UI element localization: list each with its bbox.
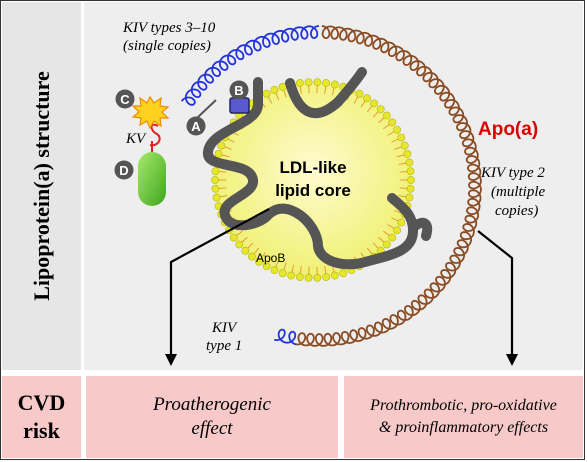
marker-c: C [115, 89, 135, 109]
cvd-risk-line1: CVD [17, 390, 66, 415]
side-panel [2, 2, 81, 370]
svg-text:B: B [234, 83, 243, 98]
prothrombotic-line1: Prothrombotic, pro-oxidative [370, 397, 557, 414]
svg-text:C: C [120, 92, 130, 107]
arrow-prothrombotic-head [506, 354, 518, 366]
proatherogenic-line2: effect [191, 418, 233, 439]
marker-d: D [114, 160, 134, 180]
kv-kringle [149, 123, 161, 147]
apob-label: ApoB [256, 251, 285, 265]
proatherogenic-effect-box: Proatherogenic effect [86, 376, 338, 458]
svg-text:D: D [119, 163, 128, 178]
protease-domain [138, 152, 166, 206]
core-label-line2: lipid core [275, 181, 351, 200]
apob-strand [203, 67, 433, 270]
apoa-label: Apo(a) [478, 119, 538, 140]
kiv1-label-line1: KIV [211, 320, 238, 336]
burst-icon [131, 95, 170, 130]
marker-b: B [229, 80, 249, 100]
arrow-prothrombotic [477, 230, 514, 356]
lipid-core-fill [215, 82, 411, 278]
core-label-line1: LDL-like [279, 158, 346, 177]
kiv-3-10-label-line1: KIV types 3–10 [122, 20, 216, 36]
arrow-proatherogenic-head [165, 354, 177, 366]
kv-label: KV [125, 131, 147, 147]
marker-a: A [186, 116, 206, 136]
kiv2-label-line3: copies) [495, 203, 538, 219]
kiv-type-1-chain [274, 328, 297, 346]
kiv1-label-line2: type 1 [206, 338, 242, 354]
prothrombotic-effect-box: Prothrombotic, pro-oxidative & proinflam… [344, 376, 583, 458]
arrow-proatherogenic [169, 208, 270, 356]
cvd-risk-label: CVD risk [2, 376, 81, 458]
proatherogenic-line1: Proatherogenic [153, 394, 271, 415]
kiv-3-10-label-line2: (single copies) [123, 38, 211, 54]
binding-site-b [229, 97, 250, 114]
lipid-core [211, 78, 415, 282]
cvd-risk-line2: risk [23, 418, 60, 443]
kiv-type-2-chain [296, 25, 482, 347]
kiv2-label-line1: KIV type 2 [480, 165, 545, 181]
svg-text:A: A [191, 119, 201, 134]
prothrombotic-line2: & proinflammatory effects [378, 419, 549, 436]
ldl-link [197, 99, 217, 118]
phospholipid-heads [211, 78, 415, 282]
kiv2-label-line2: (multiple [491, 184, 545, 200]
kiv-types-3-10-chain [180, 25, 320, 106]
